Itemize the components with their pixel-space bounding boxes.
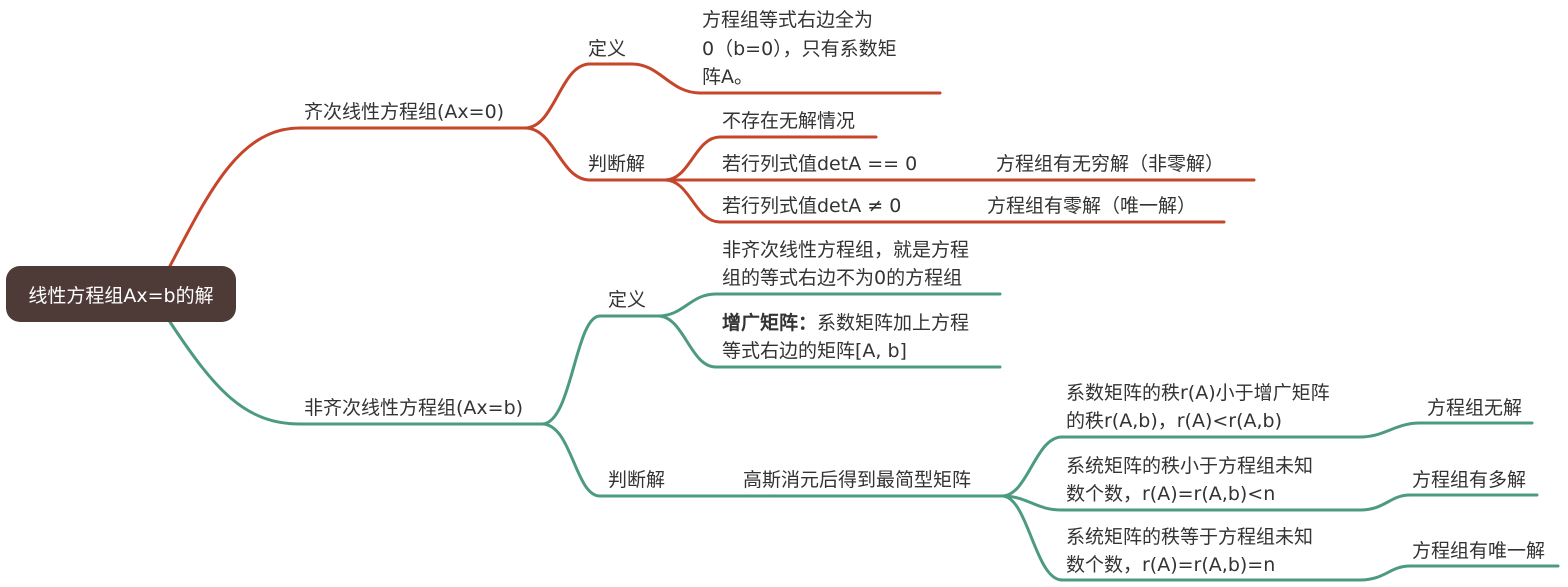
augmented-matrix-term: 增广矩阵： [722, 312, 818, 334]
homogeneous-item3-result: 方程组有零解（唯一解） [987, 195, 1197, 217]
gaussian-elimination-node: 高斯消元后得到最简型矩阵 [743, 469, 972, 491]
case1-line1: 系数矩阵的秩r(A)小于增广矩阵 [1066, 382, 1330, 404]
nonhomogeneous-connectors [168, 292, 1560, 582]
homogeneous-to-definition-link [523, 62, 592, 130]
definition-to-text-link [630, 62, 702, 95]
homogeneous-item2: 若行列式值detA == 0 [722, 153, 918, 175]
case1-to-result-link [1358, 421, 1422, 439]
solutions-to-item3-link [663, 178, 722, 224]
homogeneous-definition-line3: 阵A。 [702, 66, 753, 88]
homogeneous-item1: 不存在无解情况 [722, 110, 856, 132]
case2-result: 方程组有多解 [1412, 469, 1527, 491]
homogeneous-definition-node[interactable]: 定义 [588, 38, 627, 60]
definition-to-text2-link [656, 314, 718, 369]
case3-to-result-link [1358, 564, 1412, 582]
homogeneous-definition-line2: 0（b=0），只有系数矩 [702, 38, 897, 60]
root-to-homogeneous-link [168, 126, 302, 268]
homogeneous-node[interactable]: 齐次线性方程组(Ax=0) [304, 101, 505, 123]
nonhomogeneous-definition-text2-line2: 等式右边的矩阵[A, b] [722, 340, 907, 362]
nonhomogeneous-definition-text1-line1: 非齐次线性方程组，就是方程 [722, 239, 970, 261]
case3-result: 方程组有唯一解 [1412, 540, 1546, 562]
case2-line1: 系统矩阵的秩小于方程组未知 [1066, 455, 1314, 477]
nonhomogeneous-definition-text1-line2: 组的等式右边不为0的方程组 [722, 267, 963, 289]
case2-to-result-link [1358, 493, 1412, 512]
root-to-nonhomogeneous-link [168, 320, 302, 426]
augmented-matrix-desc: 系数矩阵加上方程 [817, 312, 970, 334]
nonhomogeneous-definition-node[interactable]: 定义 [608, 289, 647, 311]
method-to-case3-link [1000, 494, 1064, 582]
nonhomogeneous-node[interactable]: 非齐次线性方程组(Ax=b) [304, 397, 524, 419]
root-node[interactable]: 线性方程组Ax=b的解 [6, 266, 236, 322]
nonhomogeneous-solutions-node[interactable]: 判断解 [608, 469, 666, 491]
homogeneous-definition-line1: 方程组等式右边全为 [702, 9, 874, 31]
case3-line2: 数个数，r(A)=r(A,b)=n [1066, 554, 1276, 576]
nonhomogeneous-to-solutions-link [540, 422, 602, 498]
nonhomogeneous-to-definition-link [540, 314, 602, 426]
homogeneous-connectors [168, 62, 1256, 268]
nonhomogeneous-definition-text2-line1: 增广矩阵：系数矩阵加上方程 [722, 310, 969, 337]
case3-line1: 系统矩阵的秩等于方程组未知 [1066, 526, 1314, 548]
case2-line2: 数个数，r(A)=r(A,b)<n [1066, 483, 1276, 505]
homogeneous-item3: 若行列式值detA ≠ 0 [722, 195, 902, 217]
solutions-to-item1-link [663, 135, 722, 182]
homogeneous-solutions-node[interactable]: 判断解 [588, 153, 646, 175]
definition-to-text1-link [656, 292, 718, 318]
homogeneous-to-solutions-link [523, 126, 592, 182]
method-to-case1-link [1000, 435, 1064, 498]
case1-result: 方程组无解 [1427, 397, 1523, 419]
homogeneous-item2-result: 方程组有无穷解（非零解） [996, 153, 1225, 175]
case1-line2: 的秩r(A,b)，r(A)<r(A,b) [1066, 410, 1283, 432]
root-label: 线性方程组Ax=b的解 [28, 284, 214, 307]
